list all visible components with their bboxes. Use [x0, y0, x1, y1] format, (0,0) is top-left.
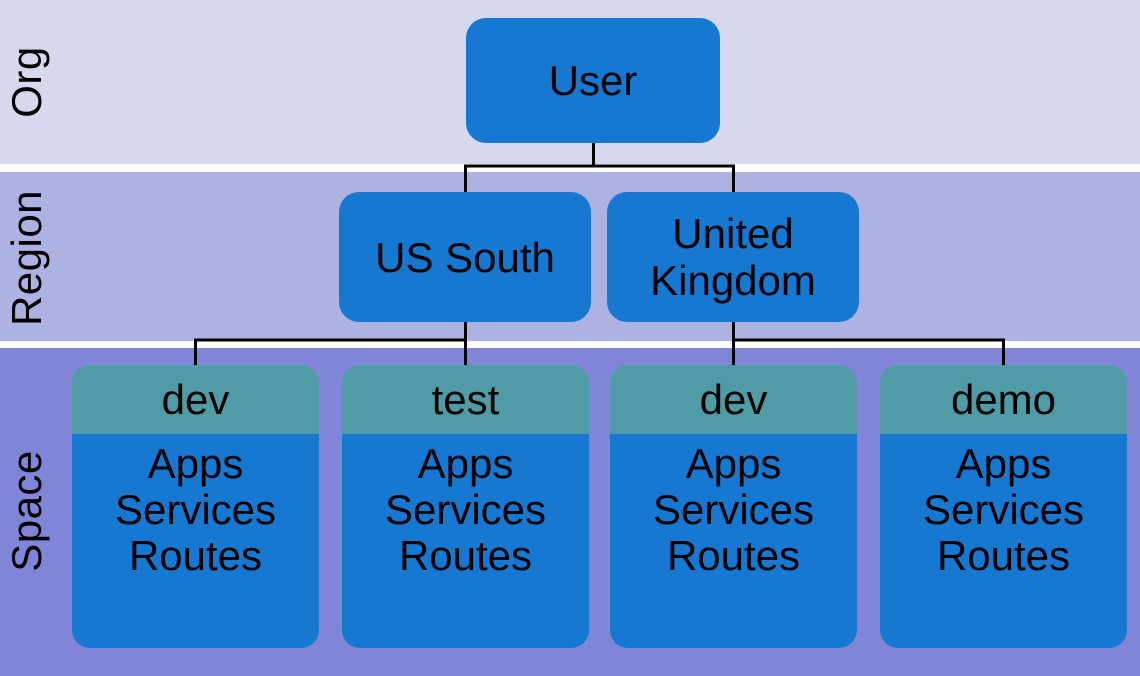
node-user: User	[466, 18, 720, 143]
space-card-body: Apps Services Routes	[342, 434, 589, 648]
node-region-us-south: US South	[339, 192, 591, 322]
space-card-header: dev	[610, 365, 857, 434]
space-card-demo-uk: demo Apps Services Routes	[880, 365, 1127, 648]
node-region-united-kingdom-label: United Kingdom	[650, 210, 816, 304]
space-card-dev-uk: dev Apps Services Routes	[610, 365, 857, 648]
space-card-header: dev	[72, 365, 319, 434]
space-item-apps: Apps	[955, 440, 1052, 487]
space-card-body: Apps Services Routes	[880, 434, 1127, 648]
space-item-services: Services	[114, 486, 277, 533]
space-card-header: demo	[880, 365, 1127, 434]
space-card-dev-us: dev Apps Services Routes	[72, 365, 319, 648]
space-item-routes: Routes	[398, 532, 533, 579]
node-region-us-south-label: US South	[375, 233, 555, 281]
space-card-test-us: test Apps Services Routes	[342, 365, 589, 648]
band-label-org: Org	[3, 46, 50, 118]
space-item-services: Services	[652, 486, 815, 533]
space-item-services: Services	[384, 486, 547, 533]
space-item-apps: Apps	[685, 440, 782, 487]
space-item-routes: Routes	[128, 532, 263, 579]
node-region-united-kingdom: United Kingdom	[607, 192, 859, 322]
space-card-header: test	[342, 365, 589, 434]
space-item-apps: Apps	[417, 440, 514, 487]
space-item-routes: Routes	[666, 532, 801, 579]
band-label-region: Region	[3, 189, 50, 327]
space-item-routes: Routes	[936, 532, 1071, 579]
space-item-services: Services	[922, 486, 1085, 533]
band-label-space: Space	[3, 450, 50, 572]
node-user-label: User	[548, 57, 638, 104]
space-card-body: Apps Services Routes	[610, 434, 857, 648]
space-item-apps: Apps	[147, 440, 244, 487]
space-card-body: Apps Services Routes	[72, 434, 319, 648]
